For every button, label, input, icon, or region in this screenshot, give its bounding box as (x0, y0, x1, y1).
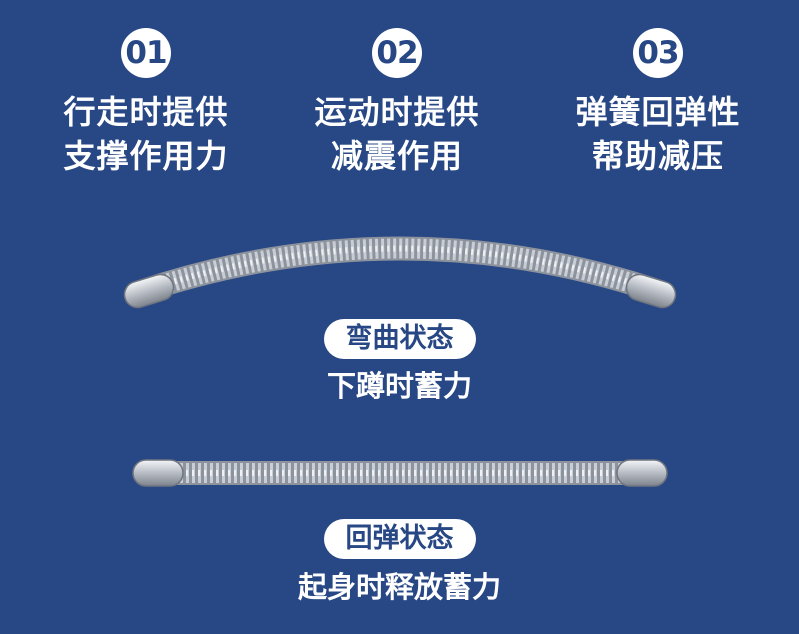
feature-1-line1: 行走时提供 (63, 93, 229, 131)
feature-3-number-badge: 03 (633, 28, 683, 78)
straight-spring-right-cap (616, 459, 668, 487)
feature-2-line1: 运动时提供 (314, 93, 480, 131)
bent-state-caption: 下蹲时蓄力 (326, 369, 472, 403)
feature-2-number-badge: 02 (372, 28, 422, 78)
bent-spring-right-cap (625, 273, 677, 309)
feature-3-text: 弹簧回弹性 帮助减压 (528, 90, 788, 178)
feature-2-text: 运动时提供 减震作用 (267, 90, 527, 178)
feature-1-text: 行走时提供 支撑作用力 (16, 90, 276, 178)
straight-spring-image (132, 459, 668, 487)
feature-1-line2: 支撑作用力 (63, 137, 229, 175)
rebound-state-label: 回弹状态 (323, 519, 476, 559)
bent-state-label: 弯曲状态 (323, 319, 476, 359)
feature-2-line2: 减震作用 (330, 137, 463, 175)
feature-1: 01 行走时提供 支撑作用力 (16, 28, 276, 178)
feature-list: 01 行走时提供 支撑作用力 02 运动时提供 减震作用 03 弹簧回弹性 帮助… (0, 0, 799, 190)
feature-3-line2: 帮助减压 (591, 137, 724, 175)
feature-3: 03 弹簧回弹性 帮助减压 (528, 28, 788, 178)
feature-2: 02 运动时提供 减震作用 (267, 28, 527, 178)
straight-spring-left-cap (132, 459, 184, 487)
bent-spring-image (123, 236, 677, 309)
feature-1-number-badge: 01 (121, 28, 171, 78)
rebound-state-caption: 起身时释放蓄力 (297, 570, 501, 604)
bent-spring-left-cap (123, 273, 175, 309)
feature-3-line1: 弹簧回弹性 (575, 93, 741, 131)
